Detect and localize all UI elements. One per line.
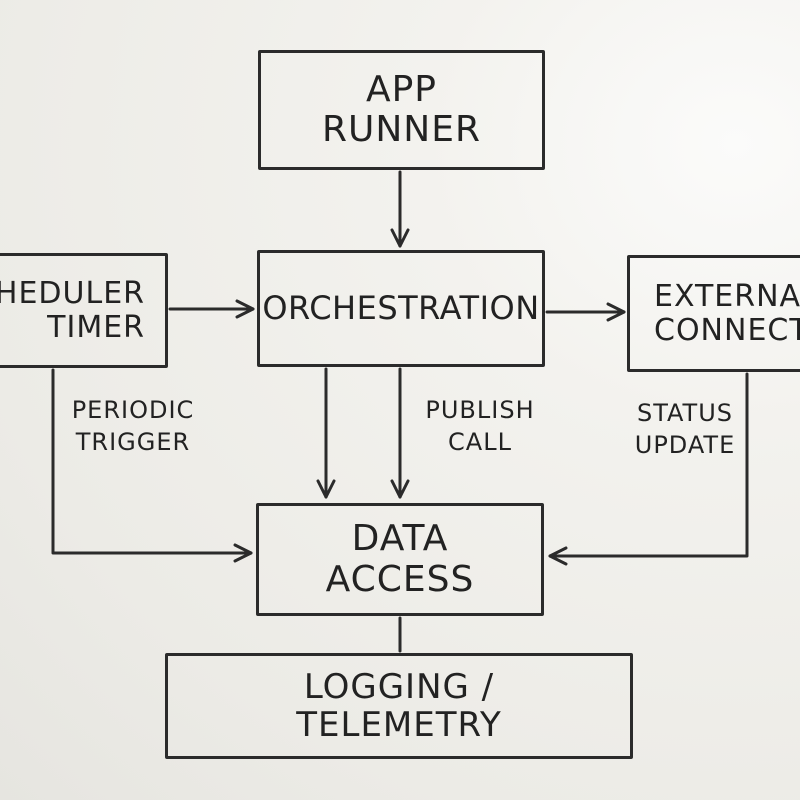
node-logging-line1: LOGGING /	[303, 666, 495, 707]
edge-label-periodic-trigger: PERIODIC TRIGGER	[68, 395, 198, 459]
node-app-runner-line2: RUNNER	[322, 109, 481, 150]
node-data-access: DATA ACCESS	[256, 503, 544, 616]
node-logging-line2: TELEMETRY	[296, 705, 502, 745]
edge-label-publish-line2: CALL	[448, 427, 512, 456]
node-orchestration-label: ORCHESTRATION	[262, 288, 540, 327]
edge-label-periodic-line2: TRIGGER	[75, 427, 191, 456]
node-data-access-line1: DATA	[351, 518, 449, 560]
edge-label-status-line1: STATUS	[636, 399, 734, 427]
edge-label-status-line2: UPDATE	[634, 430, 736, 459]
node-external-line2: CONNECT	[654, 312, 800, 348]
node-app-runner-line1: APP	[365, 68, 438, 110]
arrow-status-update	[548, 372, 749, 566]
edge-label-publish-call: PUBLISH CALL	[418, 395, 542, 459]
node-logging-telemetry: LOGGING / TELEMETRY	[165, 653, 633, 759]
edge-label-status-update: STATUS UPDATE	[626, 398, 744, 462]
node-scheduler-timer: HEDULER TIMER	[0, 253, 168, 368]
edge-label-publish-line1: PUBLISH	[425, 396, 535, 424]
node-scheduler-line2: TIMER	[47, 309, 145, 345]
edge-label-periodic-line1: PERIODIC	[71, 396, 195, 424]
arrow-periodic-trigger	[51, 368, 253, 563]
node-orchestration: ORCHESTRATION	[257, 250, 545, 367]
node-app-runner: APP RUNNER	[258, 50, 545, 170]
node-scheduler-line1: HEDULER	[0, 275, 145, 311]
node-external-connect: EXTERNA CONNECT	[627, 255, 800, 372]
node-data-access-line2: ACCESS	[325, 558, 475, 600]
node-external-line1: EXTERNA	[654, 278, 800, 314]
